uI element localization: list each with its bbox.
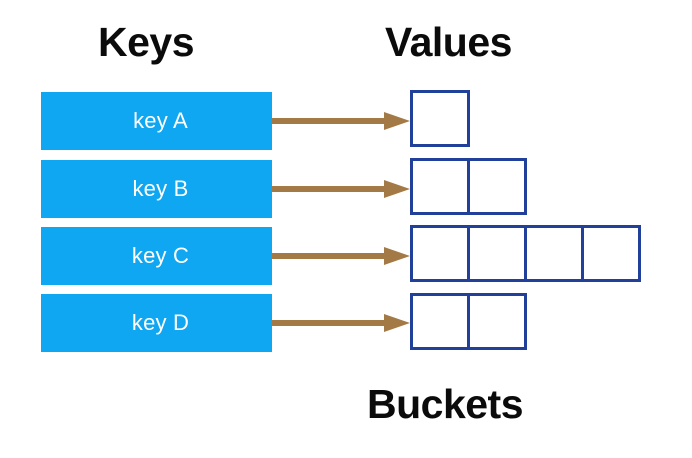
bucket-cell[interactable]	[410, 90, 470, 147]
arrow-right-icon	[272, 247, 410, 265]
bucket-cell[interactable]	[581, 225, 641, 282]
bucket-cell[interactable]	[467, 225, 527, 282]
key-label: key D	[131, 310, 190, 335]
arrow-right-icon	[272, 314, 410, 332]
key-box-b[interactable]: key B	[41, 160, 272, 218]
bucket-cell[interactable]	[524, 225, 584, 282]
bucket-cell[interactable]	[410, 293, 470, 350]
bucket-cell[interactable]	[410, 158, 470, 215]
bucket-cell[interactable]	[410, 225, 470, 282]
key-box-a[interactable]: key A	[41, 92, 272, 150]
bucket-cell[interactable]	[467, 158, 527, 215]
key-label: key A	[133, 108, 188, 133]
buckets-caption: Buckets	[367, 381, 524, 427]
keys-column-heading: Keys	[98, 19, 195, 65]
key-box-d[interactable]: key D	[41, 294, 272, 352]
key-label: key C	[131, 243, 190, 268]
key-box-c[interactable]: key C	[41, 227, 272, 285]
arrow-right-icon	[272, 112, 410, 130]
key-label: key B	[132, 176, 189, 201]
values-column-heading: Values	[385, 19, 512, 65]
bucket-row-d	[410, 293, 527, 350]
bucket-row-c	[410, 225, 641, 282]
bucket-cell[interactable]	[467, 293, 527, 350]
arrow-right-icon	[272, 180, 410, 198]
bucket-row-b	[410, 158, 527, 215]
bucket-row-a	[410, 90, 470, 147]
